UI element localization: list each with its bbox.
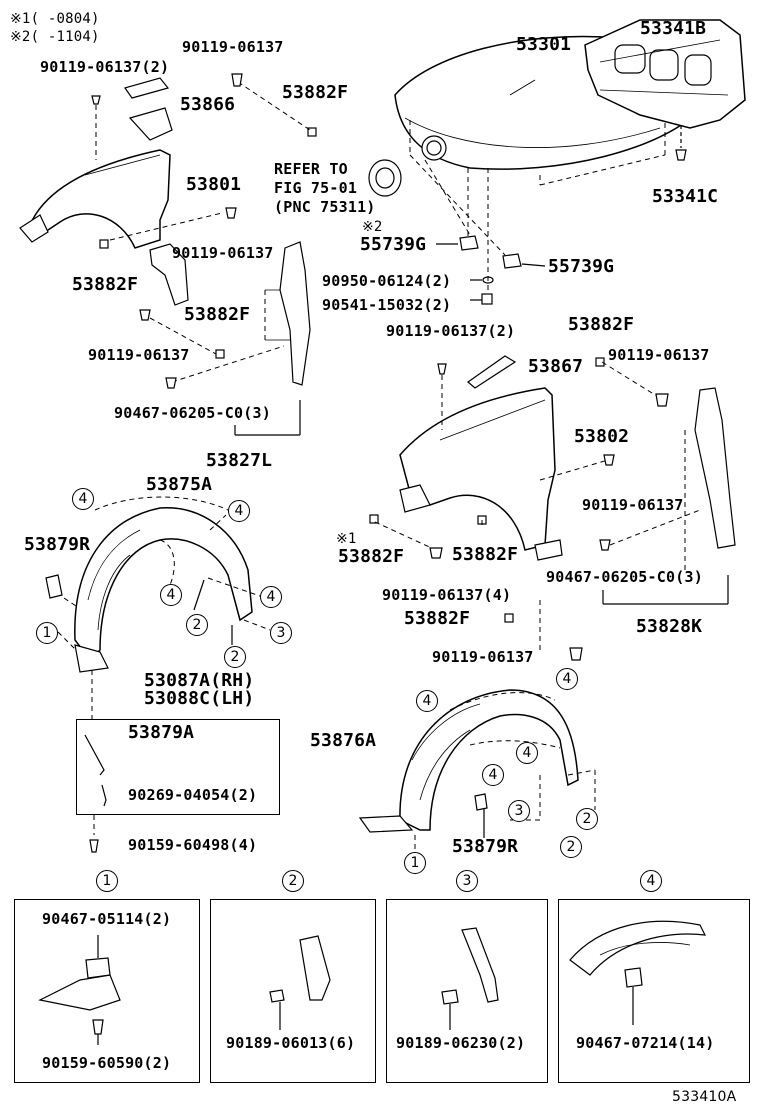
right-liner-drawing bbox=[358, 689, 596, 850]
note-2: ※2( -1104) bbox=[10, 28, 100, 46]
lf-seal-label: 53866 bbox=[180, 94, 236, 115]
hood-insulator-drawing bbox=[584, 19, 746, 161]
rl-marker-4a: 4 bbox=[416, 690, 438, 712]
detail-4-art bbox=[569, 920, 707, 1025]
detail-1-marker: 1 bbox=[96, 870, 118, 892]
ll-marker-2a: 2 bbox=[186, 614, 208, 636]
detail-3-part: 90189-06230(2) bbox=[396, 1034, 526, 1052]
rl-marker-3: 3 bbox=[508, 800, 530, 822]
cushion-left-label: 55739G bbox=[360, 234, 427, 255]
refer-line-3: (PNC 75311) bbox=[274, 198, 376, 216]
refer-line-1: REFER TO bbox=[274, 160, 348, 178]
rf-clip-label: 90467-06205-C0(3) bbox=[546, 568, 703, 586]
lf-bracket-assy: 53827L bbox=[206, 450, 273, 471]
lf-pad-left: 53882F bbox=[72, 274, 139, 295]
note-2-mark: ※2 bbox=[10, 29, 31, 45]
rf-bolt-mid: 90119-06137 bbox=[582, 496, 684, 514]
left-liner-drawing bbox=[45, 496, 271, 853]
ll-detail-box bbox=[76, 719, 280, 815]
detail-3-art bbox=[441, 927, 499, 1030]
rf-bolt-bottom: 90119-06137 bbox=[432, 648, 534, 666]
hood-part-label: 53301 bbox=[516, 34, 572, 55]
detail-4-panel bbox=[558, 899, 750, 1083]
detail-2-art bbox=[269, 935, 331, 1030]
rf-pad-top: 53882F bbox=[568, 314, 635, 335]
insulator-clip-label: 53341C bbox=[652, 186, 719, 207]
rl-marker-4d: 4 bbox=[482, 764, 504, 786]
ll-seal-label: 53879A bbox=[128, 722, 195, 743]
ll-screw-label: 90269-04054(2) bbox=[128, 786, 258, 804]
figure-id: 533410A bbox=[672, 1089, 737, 1105]
cushion-right-label: 55739G bbox=[548, 256, 615, 277]
rl-marker-4b: 4 bbox=[556, 668, 578, 690]
note-1: ※1( -0804) bbox=[10, 10, 100, 28]
rl-shield-label: 53879R bbox=[452, 836, 519, 857]
rf-seal-label: 53867 bbox=[528, 356, 584, 377]
ll-marker-3: 3 bbox=[270, 622, 292, 644]
lf-bolt-mid: 90119-06137 bbox=[172, 244, 274, 262]
rl-marker-1: 1 bbox=[404, 852, 426, 874]
rl-liner-label: 53876A bbox=[310, 730, 377, 751]
emblem-drawing bbox=[368, 159, 402, 197]
detail-2-marker: 2 bbox=[282, 870, 304, 892]
lf-pad-mid: 53882F bbox=[184, 304, 251, 325]
left-fender-drawing bbox=[19, 73, 317, 436]
rf-fender-label: 53802 bbox=[574, 426, 630, 447]
note-1-mark: ※1 bbox=[10, 11, 31, 27]
ll-liner-label: 53875A bbox=[146, 474, 213, 495]
washer-label: 90950-06124(2) bbox=[322, 272, 452, 290]
lf-bolt-top-qty: 90119-06137(2) bbox=[40, 58, 170, 76]
rf-pad-low: 53882F bbox=[404, 608, 471, 629]
ll-marker-4c: 4 bbox=[160, 584, 182, 606]
detail-1-part-bottom: 90159-60590(2) bbox=[42, 1054, 172, 1072]
note-1-text: ( -0804) bbox=[30, 11, 100, 27]
rf-bolt-right: 90119-06137 bbox=[608, 346, 710, 364]
rf-bolt-top: 90119-06137(2) bbox=[386, 322, 516, 340]
lf-pad-top: 53882F bbox=[282, 82, 349, 103]
ll-part-lh: 53088C(LH) bbox=[144, 688, 255, 709]
detail-2-part: 90189-06013(6) bbox=[226, 1034, 356, 1052]
detail-1-art bbox=[38, 935, 121, 1045]
stop-label: 90541-15032(2) bbox=[322, 296, 452, 314]
detail-2-panel bbox=[210, 899, 376, 1083]
detail-4-marker: 4 bbox=[640, 870, 662, 892]
detail-1-part-top: 90467-05114(2) bbox=[42, 910, 172, 928]
detail-3-marker: 3 bbox=[456, 870, 478, 892]
ll-shield-label: 53879R bbox=[24, 534, 91, 555]
lf-bolt-low: 90119-06137 bbox=[88, 346, 190, 364]
ll-marker-4d: 4 bbox=[260, 586, 282, 608]
ll-marker-4a: 4 bbox=[72, 488, 94, 510]
insulator-part-label: 53341B bbox=[640, 18, 707, 39]
ll-part-rh: 53087A(RH) bbox=[144, 670, 255, 691]
lf-clip-label: 90467-06205-C0(3) bbox=[114, 404, 271, 422]
ll-marker-2b: 2 bbox=[224, 646, 246, 668]
lf-fender-label: 53801 bbox=[186, 174, 242, 195]
cushion-note: ※2 bbox=[362, 219, 383, 235]
ll-bolt-label: 90159-60498(4) bbox=[128, 836, 258, 854]
rl-marker-2b: 2 bbox=[560, 836, 582, 858]
rf-bolt-low: 90119-06137(4) bbox=[382, 586, 512, 604]
rf-pad-mid: 53882F bbox=[452, 544, 519, 565]
rf-pad-note: ※1 bbox=[336, 531, 357, 547]
rl-marker-4c: 4 bbox=[516, 742, 538, 764]
lf-bolt-top: 90119-06137 bbox=[182, 38, 284, 56]
refer-line-2: FIG 75-01 bbox=[274, 179, 358, 197]
detail-3-panel bbox=[386, 899, 548, 1083]
rl-marker-2a: 2 bbox=[576, 808, 598, 830]
ll-marker-1: 1 bbox=[36, 622, 58, 644]
detail-4-part: 90467-07214(14) bbox=[576, 1034, 715, 1052]
detail-1-panel bbox=[14, 899, 200, 1083]
note-2-text: ( -1104) bbox=[30, 29, 100, 45]
right-fender-drawing bbox=[369, 355, 736, 661]
rf-bracket-assy: 53828K bbox=[636, 616, 703, 637]
ll-marker-4b: 4 bbox=[228, 500, 250, 522]
rf-pad-left: 53882F bbox=[338, 546, 405, 567]
